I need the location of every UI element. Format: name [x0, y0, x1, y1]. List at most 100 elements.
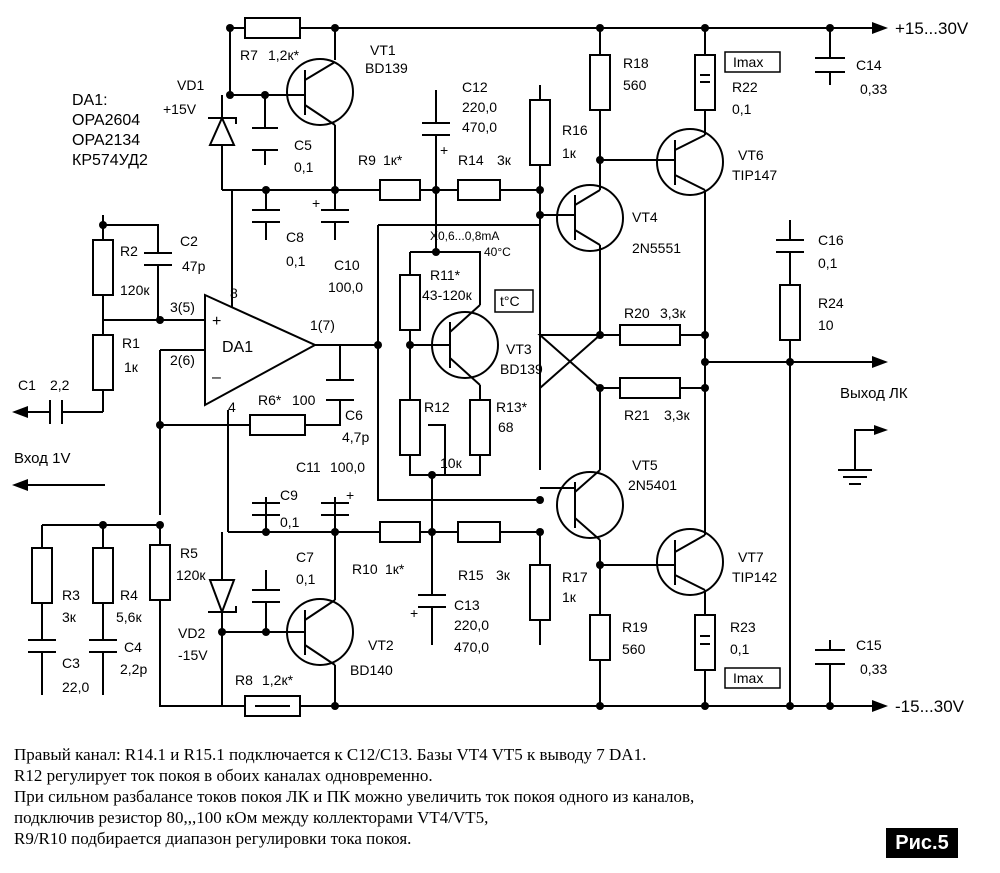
da1-pin-vminus: 4 — [228, 399, 236, 415]
vt3-value: BD139 — [500, 361, 543, 377]
vd2-label: VD2 — [178, 625, 205, 641]
transistor-vt4 — [556, 184, 624, 252]
c14-label: C14 — [856, 57, 882, 73]
r2-label: R2 — [120, 243, 138, 259]
r16-value: 1к — [562, 145, 577, 161]
da1-pin-vplus: 8 — [230, 285, 238, 301]
r24-value: 10 — [818, 317, 834, 333]
vt6-label: VT6 — [738, 147, 764, 163]
resistor-symbols — [31, 17, 801, 717]
transistor-vt1 — [286, 58, 354, 126]
c10-label: C10 — [334, 257, 360, 273]
r18-label: R18 — [623, 55, 649, 71]
r1-value: 1к — [124, 359, 139, 375]
r10-value: 1к* — [385, 561, 405, 577]
vt1-value: BD139 — [365, 60, 408, 76]
c11-value: 100,0 — [330, 459, 365, 475]
vt5-label: VT5 — [632, 457, 658, 473]
da1-pin-plus: 3(5) — [170, 299, 195, 315]
c10-value: 100,0 — [328, 279, 363, 295]
imax-box-top — [724, 51, 781, 73]
c11-label: C11 — [296, 459, 321, 475]
r7-value: 1,2к* — [268, 47, 300, 63]
vd1-value: +15V — [163, 101, 197, 117]
imax-label-top: Imax — [733, 54, 763, 70]
vt5-value: 2N5401 — [628, 477, 677, 493]
quiescent-temp-note: 40°C — [484, 245, 511, 259]
r10-label: R10 — [352, 561, 378, 577]
c3-value: 22,0 — [62, 679, 89, 695]
vt4-label: VT4 — [632, 209, 658, 225]
r24-label: R24 — [818, 295, 844, 311]
c4-label: C4 — [124, 639, 142, 655]
c12-label: C12 — [462, 79, 488, 95]
r5-label: R5 — [180, 545, 198, 561]
c13-value: 220,0 — [454, 617, 489, 633]
c4-value: 2,2p — [120, 661, 147, 677]
c2-value: 47p — [182, 258, 206, 274]
r3-value: 3к — [62, 609, 77, 625]
r17-value: 1к — [562, 589, 577, 605]
da1-plus-sign: + — [212, 313, 221, 330]
thermal-sensor-label: t°C — [500, 293, 520, 309]
c9-value: 0,1 — [280, 514, 300, 530]
c12-value2: 470,0 — [462, 119, 497, 135]
vt3-label: VT3 — [506, 341, 532, 357]
r14-value: 3к — [497, 152, 512, 168]
r9-value: 1к* — [383, 152, 403, 168]
opamp-da1 — [204, 293, 318, 407]
c5-label: C5 — [294, 137, 312, 153]
c1-value: 2,2 — [50, 377, 70, 393]
r1-label: R1 — [122, 335, 140, 351]
c6-value: 4,7p — [342, 429, 369, 445]
da1-minus-sign: – — [212, 369, 221, 386]
zener-vd2 — [208, 579, 237, 615]
c8-value: 0,1 — [286, 253, 306, 269]
r16-label: R16 — [562, 122, 588, 138]
c15-value: 0,33 — [860, 661, 887, 677]
c6-label: C6 — [345, 407, 363, 423]
c2-label: C2 — [180, 233, 198, 249]
c12-plus-mark: + — [440, 142, 448, 158]
c16-value: 0,1 — [818, 255, 838, 271]
r21-label: R21 — [624, 407, 650, 423]
c1-label: C1 — [18, 377, 36, 393]
note-line: При сильном разбалансе токов покоя ЛК и … — [14, 787, 695, 806]
transistor-vt6 — [656, 128, 724, 196]
r12-value: 10к — [440, 455, 463, 471]
notes-block: Правый канал: R14.1 и R15.1 подключается… — [14, 744, 884, 849]
c16-label: C16 — [818, 232, 844, 248]
r22-label: R22 — [732, 79, 758, 95]
c5-value: 0,1 — [294, 159, 314, 175]
r22-value: 0,1 — [732, 101, 752, 117]
r21-value: 3,3к — [664, 407, 690, 423]
note-line: R9/R10 подбирается диапазон регулировки … — [14, 829, 412, 848]
positive-rail-label: +15...30V — [895, 19, 969, 38]
c13-value2: 470,0 — [454, 639, 489, 655]
r23-value: 0,1 — [730, 641, 750, 657]
imax-box-bottom — [724, 667, 781, 689]
da1-variant: OPA2134 — [72, 132, 140, 149]
note-line: Правый канал: R14.1 и R15.1 подключается… — [14, 745, 647, 764]
r11-value: 43-120к — [422, 287, 473, 303]
r19-value: 560 — [622, 641, 646, 657]
r2-value: 120к — [120, 282, 150, 298]
r9-label: R9 — [358, 152, 376, 168]
r8-value: 1,2к* — [262, 672, 294, 688]
r13-value: 68 — [498, 419, 514, 435]
r18-value: 560 — [623, 77, 647, 93]
vt4-value: 2N5551 — [632, 240, 681, 256]
c3-label: C3 — [62, 655, 80, 671]
r19-label: R19 — [622, 619, 648, 635]
c11-plus-mark: + — [346, 487, 354, 503]
c10-plus-mark: + — [312, 195, 320, 211]
vd1-label: VD1 — [177, 77, 204, 93]
note-line: подключив резистор 80,,,100 кОм между ко… — [14, 808, 489, 827]
r6-label: R6* — [258, 392, 282, 408]
vt6-value: TIP147 — [732, 167, 777, 183]
r17-label: R17 — [562, 569, 588, 585]
da1-body-label: DA1 — [222, 339, 253, 356]
transistor-vt2 — [286, 598, 354, 666]
r4-label: R4 — [120, 587, 138, 603]
c9-label: C9 — [280, 487, 298, 503]
